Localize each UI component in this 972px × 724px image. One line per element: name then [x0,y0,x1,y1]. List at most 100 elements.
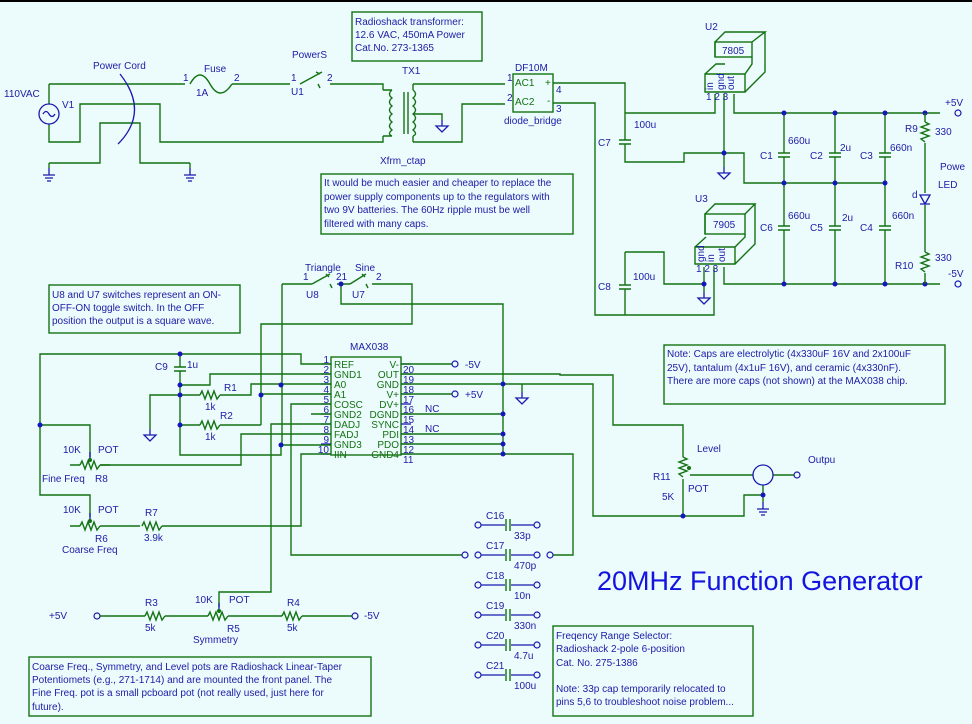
minus5v-terminal [954,280,962,288]
selector-terminal[interactable] [474,671,482,679]
supply-label: +5V [465,390,483,401]
pin-number: 3 [556,104,562,115]
c9-value: 1u [187,360,198,371]
note-batteries: It would be much easier and cheaper to r… [320,173,574,235]
resistor-r4 [281,611,303,621]
r3-value: 5k [145,623,157,634]
selector-terminal[interactable] [533,551,541,559]
pin-number: 17 [403,395,415,406]
cap-value: 660n [890,143,912,154]
minus5v-terminal [351,612,359,620]
rail-minus-label: -5V [948,269,964,280]
pin-name: IIN [334,450,347,461]
cap-ref: C6 [760,223,773,234]
selector-terminal[interactable] [474,551,482,559]
note-transformer: Radioshack transformer: 12.6 VAC, 450mA … [351,11,483,62]
pin-number: 4 [323,385,329,396]
capacitor-icon [505,518,511,532]
power-switch-icon[interactable] [299,71,323,89]
pot-r5-symmetry[interactable] [207,611,229,621]
selector-terminal[interactable] [474,581,482,589]
selector-terminal[interactable] [533,581,541,589]
pin-name: V- [390,360,399,371]
r2-ref: R2 [220,411,233,422]
c7-value: 100u [634,120,656,131]
pin-name: A1 [334,390,347,401]
pot-r11-level[interactable] [678,456,688,478]
capacitor-icon [505,608,511,622]
pin-number: 3 [323,375,329,386]
cap-ref: C16 [486,511,505,522]
junction [721,150,727,156]
pin-number: 13 [403,435,415,446]
earth-ground-icon [42,167,56,182]
resistor-r3 [144,611,166,621]
selector-terminal[interactable] [474,611,482,619]
pot-r8-fine-freq[interactable]: 10K POT Fine Freq R8 [42,445,119,485]
r11-type: POT [688,484,709,495]
cap-ref: C20 [486,631,505,642]
pin-number: 1 [507,73,513,84]
source-value: 110VAC [4,89,40,100]
note-line: It would be much easier and cheaper to r… [324,178,552,189]
pot-r6-coarse-freq[interactable]: 10K POT R6 Coarse Freq [62,505,140,556]
r2-value: 1k [205,432,217,443]
pin-name: + [545,78,551,89]
selector-terminal[interactable] [474,641,482,649]
r5-type: POT [229,595,250,606]
c9-ref: C9 [155,362,168,373]
pin-number: 19 [403,375,415,386]
r10-value: 330 [935,253,952,264]
u7-ref: U7 [352,290,365,301]
selector-terminal[interactable] [533,611,541,619]
cap-value: 10n [514,591,531,602]
selector-terminal[interactable] [533,671,541,679]
diode-bridge: DF10M diode_bridge AC1 AC2 + - 1 2 4 3 [504,63,562,127]
resistor-r1 [199,390,221,400]
selector-terminal[interactable] [533,641,541,649]
page-title: 20MHz Function Generator [597,566,923,596]
output-terminal[interactable] [793,471,801,479]
nc-label: NC [425,424,439,435]
pin-name: PDI [382,430,399,441]
pin-name: REF [334,360,354,371]
r5-value: 10K [195,595,213,606]
cap-ref: C4 [860,223,873,234]
led-icon [918,194,932,206]
junction [701,281,707,287]
capacitor-icon [505,548,511,562]
cap-ref: C19 [486,601,505,612]
note-line: power supply components up to the regula… [324,192,550,203]
wire [48,83,384,168]
pin-numbers: 1 2 3 [706,92,729,103]
cap-ref: C18 [486,571,505,582]
pin-number: 18 [403,385,415,396]
note-line: U8 and U7 switches represent an ON- [52,290,221,301]
pin-name: GND1 [334,370,362,381]
resistor-r9 [920,121,930,143]
pin-number: 6 [323,405,329,416]
earth-ground-icon [183,167,197,182]
pin-name: PDO [377,440,399,451]
ground-icon [435,119,449,133]
selector-terminal[interactable] [461,551,469,559]
note-line: future). [32,702,64,713]
selector-terminal[interactable] [474,521,482,529]
selector-terminal[interactable] [546,551,554,559]
pin-number: 4 [556,85,562,96]
resistor-r7: R7 3.9k [141,508,164,544]
plus5v-terminal [93,612,101,620]
r9-ref: R9 [905,124,918,135]
max038-wiring: -5V +5V NC NC C9 1u R1 1k R2 1k [37,351,763,607]
waveform-switches: Triangle Sine 1 21 2 U8 U7 [260,263,504,454]
pin-name: gnd [716,73,727,90]
plus5v-terminal [451,390,459,398]
selector-terminal[interactable] [533,521,541,529]
output-connector-icon[interactable] [752,464,774,486]
capacitor-c9 [173,366,187,372]
r8-type: POT [98,445,119,456]
note-line: Cat. No. 275-1386 [556,658,638,669]
